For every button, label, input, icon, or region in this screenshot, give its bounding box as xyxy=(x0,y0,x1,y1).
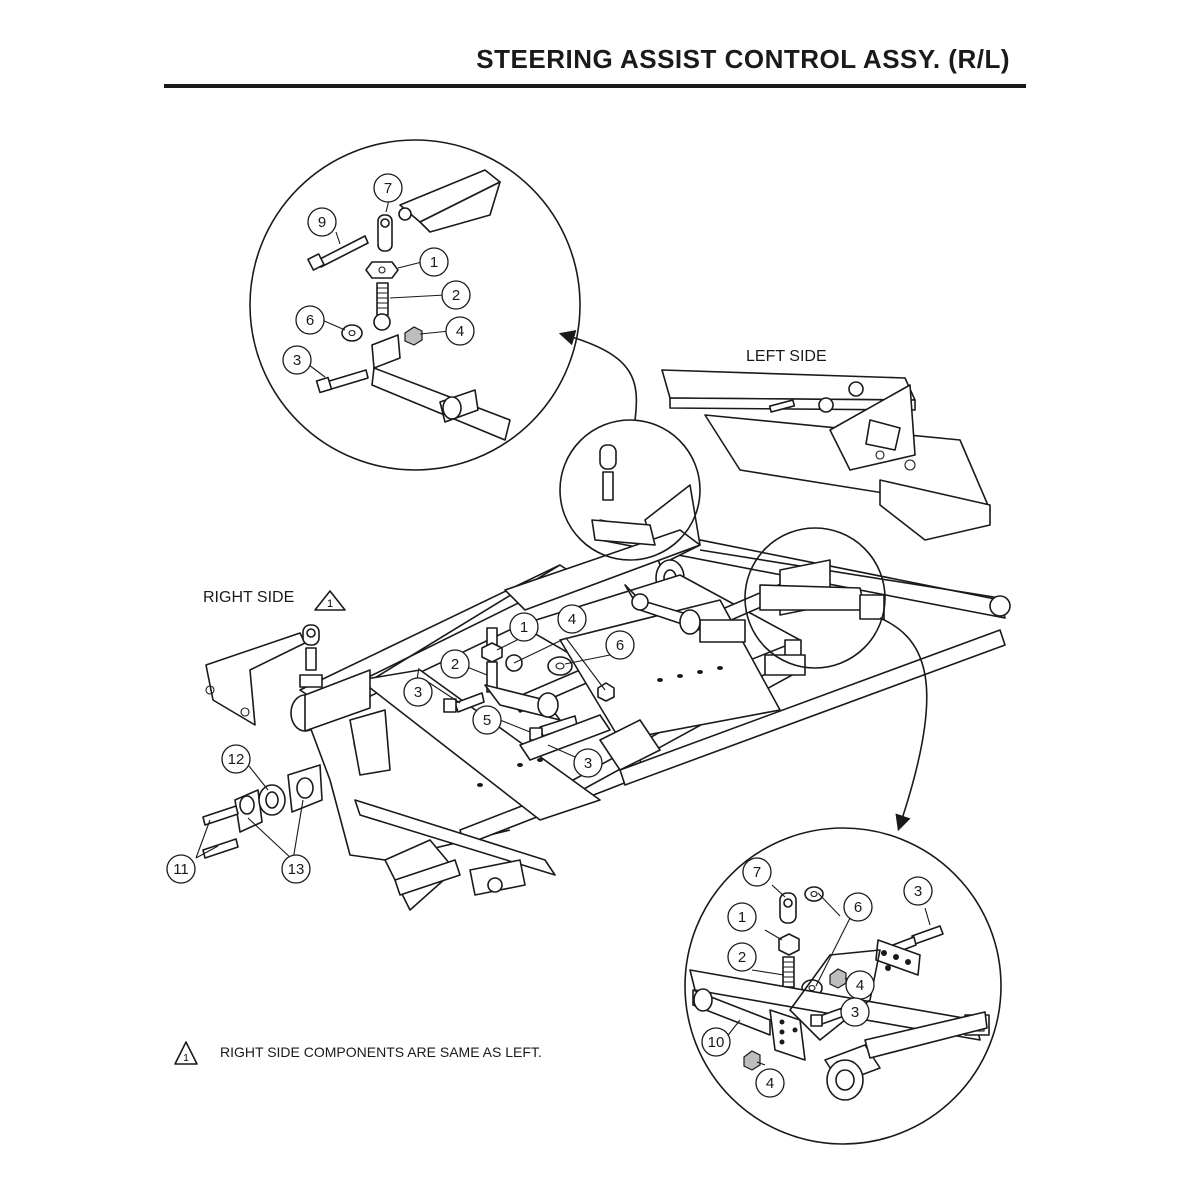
callout-number: 6 xyxy=(854,899,862,916)
callout-bubble xyxy=(445,316,475,346)
callout-number: 3 xyxy=(851,1004,859,1021)
main-leader-lines xyxy=(195,637,611,861)
callout-bubble xyxy=(727,942,757,972)
callout-number: 5 xyxy=(483,712,491,729)
arrow-to-bottom-detail xyxy=(879,617,928,832)
callout-number: 11 xyxy=(173,861,189,878)
callout-bubble xyxy=(840,997,870,1027)
callout-bubble xyxy=(557,604,587,634)
callout-bubble xyxy=(166,854,196,884)
right-side-warning-marker: 1 xyxy=(327,598,333,610)
detail-circle-bottom xyxy=(684,827,1002,1145)
callout-bubble xyxy=(295,305,325,335)
callout-bubble xyxy=(727,902,757,932)
callout-bubble xyxy=(281,854,311,884)
callout-bubble xyxy=(282,345,312,375)
callout-bubble xyxy=(605,630,635,660)
callout-bubble xyxy=(441,280,471,310)
callout-bubble xyxy=(509,612,539,642)
arrow-to-top-detail xyxy=(558,329,638,421)
callout-number: 2 xyxy=(451,656,459,673)
detail-circle-top xyxy=(249,139,581,471)
footnote-warning-icon xyxy=(174,1041,198,1065)
callout-bubble xyxy=(373,173,403,203)
main-callouts: 1 4 6 2 3 5 3 12 11 13 xyxy=(166,604,635,884)
callout-bubble xyxy=(472,705,502,735)
callout-number: 7 xyxy=(384,180,392,197)
callout-bubble xyxy=(403,677,433,707)
callout-bubble xyxy=(307,207,337,237)
right-side-label: RIGHT SIDE xyxy=(203,589,295,606)
callout-number: 9 xyxy=(318,214,326,231)
callout-number: 3 xyxy=(914,883,922,900)
callout-number: 1 xyxy=(430,254,438,271)
hub-parts xyxy=(202,764,323,859)
main-steering-links xyxy=(205,444,885,771)
callout-bubble xyxy=(440,649,470,679)
right-side-warning-icon xyxy=(314,590,346,611)
callout-number: 12 xyxy=(228,751,245,768)
callout-number: 2 xyxy=(452,287,460,304)
footnote-text: RIGHT SIDE COMPONENTS ARE SAME AS LEFT. xyxy=(220,1044,542,1060)
callout-number: 3 xyxy=(414,684,422,701)
callout-number: 2 xyxy=(738,949,746,966)
callout-number: 7 xyxy=(753,864,761,881)
callout-bubble xyxy=(419,247,449,277)
callout-bubble xyxy=(742,857,772,887)
callout-bubble xyxy=(701,1027,731,1057)
page-title: STEERING ASSIST CONTROL ASSY. (R/L) xyxy=(476,44,1010,74)
callout-bubble xyxy=(755,1068,785,1098)
detail-bottom-callouts: 7 6 3 1 2 4 3 10 4 xyxy=(701,857,933,1098)
footnote-warning-marker: 1 xyxy=(183,1053,189,1064)
callout-number: 4 xyxy=(568,611,576,628)
left-side-magnifier-b xyxy=(744,527,886,669)
callout-number: 3 xyxy=(293,352,301,369)
callout-number: 4 xyxy=(766,1075,774,1092)
callout-number: 6 xyxy=(306,312,314,329)
callout-number: 4 xyxy=(856,977,864,994)
callout-bubble xyxy=(221,744,251,774)
callout-bubble xyxy=(573,748,603,778)
callout-number: 13 xyxy=(288,861,305,878)
title-rule xyxy=(164,84,1026,88)
callout-bubble xyxy=(903,876,933,906)
callout-number: 1 xyxy=(738,909,746,926)
left-side-label: LEFT SIDE xyxy=(746,348,827,365)
callout-number: 4 xyxy=(456,323,464,340)
detail-top-callouts: 7 9 12 6 4 3 xyxy=(282,173,475,375)
callout-number: 6 xyxy=(616,637,624,654)
callout-number: 1 xyxy=(520,619,528,636)
callout-bubble xyxy=(843,892,873,922)
left-side-magnifier-a xyxy=(559,419,701,561)
callout-number: 10 xyxy=(708,1034,725,1051)
callout-number: 3 xyxy=(584,755,592,772)
